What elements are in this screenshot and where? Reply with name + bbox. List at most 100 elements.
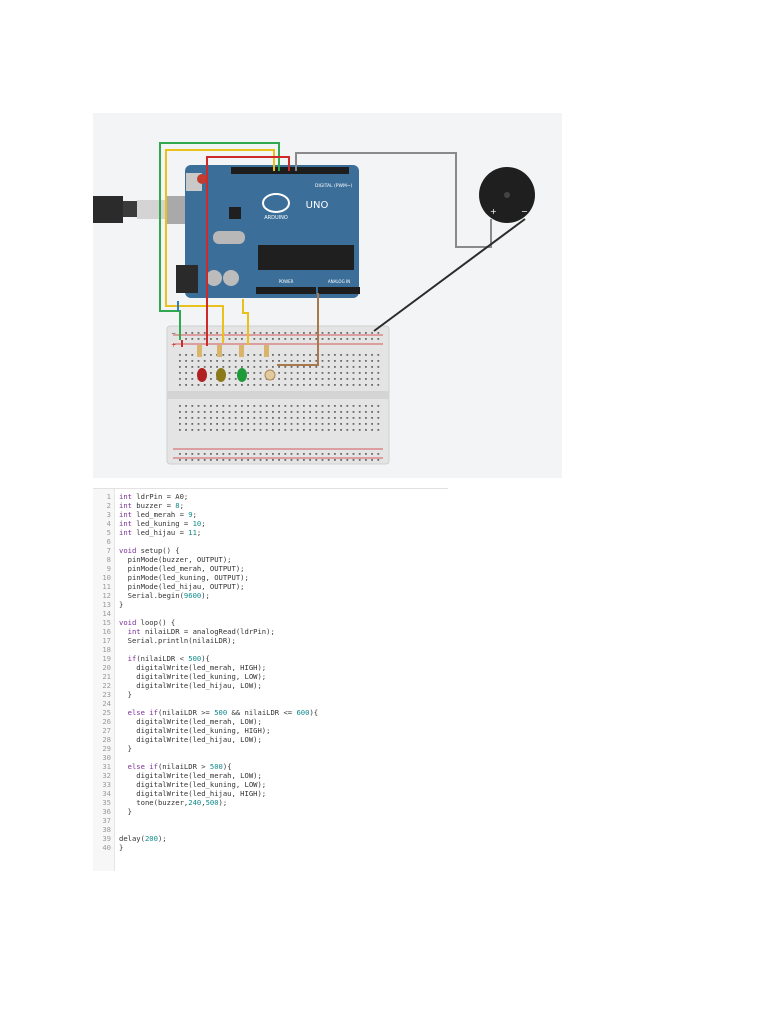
line-number: 13 — [102, 600, 111, 609]
line-number: 14 — [102, 609, 111, 618]
line-number: 7 — [106, 546, 111, 555]
led-yellow — [216, 368, 226, 382]
small-chip — [229, 207, 241, 219]
line-number: 20 — [102, 663, 111, 672]
line-number: 15 — [102, 618, 111, 627]
code-line: digitalWrite(led_kuning, LOW); — [119, 780, 267, 789]
line-number: 36 — [102, 807, 111, 816]
line-number: 34 — [102, 789, 111, 798]
line-number: 21 — [102, 672, 111, 681]
line-number: 27 — [102, 726, 111, 735]
line-number: 33 — [102, 780, 111, 789]
wire-gray — [295, 152, 492, 248]
code-line: int buzzer = 8; — [119, 501, 184, 510]
code-line: Serial.begin(9600); — [119, 591, 210, 600]
code-line: digitalWrite(led_kuning, HIGH); — [119, 726, 271, 735]
line-number: 5 — [106, 528, 111, 537]
line-number: 1 — [106, 492, 111, 501]
code-line: int ldrPin = A0; — [119, 492, 189, 501]
line-number: 19 — [102, 654, 111, 663]
atmega-chip — [258, 245, 354, 270]
line-number: 39 — [102, 834, 111, 843]
code-line: delay(200); — [119, 834, 167, 843]
line-number: 38 — [102, 825, 111, 834]
code-line: } — [119, 843, 124, 852]
components — [197, 345, 276, 382]
line-number: 2 — [106, 501, 111, 510]
line-number: 37 — [102, 816, 111, 825]
line-number: 22 — [102, 681, 111, 690]
usb-cable — [93, 196, 197, 224]
reset-button-icon — [197, 174, 207, 184]
line-number: 40 — [102, 843, 111, 852]
code-line: } — [119, 600, 124, 609]
code-line: digitalWrite(led_hijau, LOW); — [119, 681, 262, 690]
code-line: int led_merah = 9; — [119, 510, 197, 519]
crystal — [213, 231, 245, 244]
breadboard-holes — [179, 332, 380, 461]
code-line: int led_hijau = 11; — [119, 528, 202, 537]
wire-red — [206, 156, 290, 346]
line-number: 11 — [102, 582, 111, 591]
code-line: pinMode(led_hijau, OUTPUT); — [119, 582, 245, 591]
line-number: 9 — [106, 564, 111, 573]
line-number: 12 — [102, 591, 111, 600]
code-line: tone(buzzer,240,500); — [119, 798, 228, 807]
ldr-photoresistor — [264, 369, 276, 381]
line-number: 3 — [106, 510, 111, 519]
led-red — [197, 368, 207, 382]
code-line: digitalWrite(led_hijau, HIGH); — [119, 789, 267, 798]
wire-black — [373, 218, 526, 332]
wire-green — [159, 142, 280, 340]
board-brand: ARDUINO — [264, 215, 288, 221]
line-number: 35 — [102, 798, 111, 807]
line-number: 25 — [102, 708, 111, 717]
resistor-3 — [239, 345, 244, 357]
code-line: } — [119, 690, 132, 699]
line-number: 28 — [102, 735, 111, 744]
code-line: digitalWrite(led_kuning, LOW); — [119, 672, 267, 681]
code-line: digitalWrite(led_hijau, LOW); — [119, 735, 262, 744]
line-number: 24 — [102, 699, 111, 708]
arduino-logo-icon — [262, 193, 290, 213]
code-line: if(nilaiLDR < 500){ — [127, 654, 210, 663]
buzzer-plus-label: + — [490, 207, 497, 216]
rail-plus-label: + — [171, 342, 176, 349]
capacitor-2 — [223, 270, 239, 286]
code-line: digitalWrite(led_merah, HIGH); — [119, 663, 267, 672]
wire-yellow-2 — [242, 299, 249, 345]
code-line: } — [119, 744, 132, 753]
analog-label: ANALOG IN — [328, 279, 350, 284]
line-number: 4 — [106, 519, 111, 528]
wires — [159, 142, 526, 366]
resistor-1 — [197, 345, 202, 357]
analog-header — [318, 287, 360, 294]
line-number: 23 — [102, 690, 111, 699]
code-line: digitalWrite(led_merah, LOW); — [119, 717, 262, 726]
board-model: UNO — [306, 200, 329, 211]
line-number: 18 — [102, 645, 111, 654]
line-number: 29 — [102, 744, 111, 753]
line-number: 30 — [102, 753, 111, 762]
line-number: 17 — [102, 636, 111, 645]
code-line: int led_kuning = 10; — [119, 519, 206, 528]
rail-minus-label: − — [171, 330, 176, 337]
code-line: pinMode(buzzer, OUTPUT); — [119, 555, 232, 564]
power-label: POWER — [279, 279, 294, 284]
power-header — [256, 287, 316, 294]
wire-brown — [277, 293, 319, 366]
capacitor-1 — [206, 270, 222, 286]
code-line: pinMode(led_kuning, OUTPUT); — [119, 573, 249, 582]
digital-label: DIGITAL (PWM~) — [315, 183, 353, 189]
code-line: pinMode(led_merah, OUTPUT); — [119, 564, 245, 573]
line-number: 6 — [106, 537, 111, 546]
code-line: } — [119, 807, 132, 816]
code-line: void setup() { — [119, 546, 180, 555]
code-line: int nilaiLDR = analogRead(ldrPin); — [127, 627, 275, 636]
code-line: else if(nilaiLDR > 500){ — [127, 762, 232, 771]
circuit-svg: ARDUINO UNO DIGITAL (PWM~) POWER ANALOG … — [93, 142, 535, 465]
line-number: 31 — [102, 762, 111, 771]
code-line: else if(nilaiLDR >= 500 && nilaiLDR <= 6… — [127, 708, 319, 717]
